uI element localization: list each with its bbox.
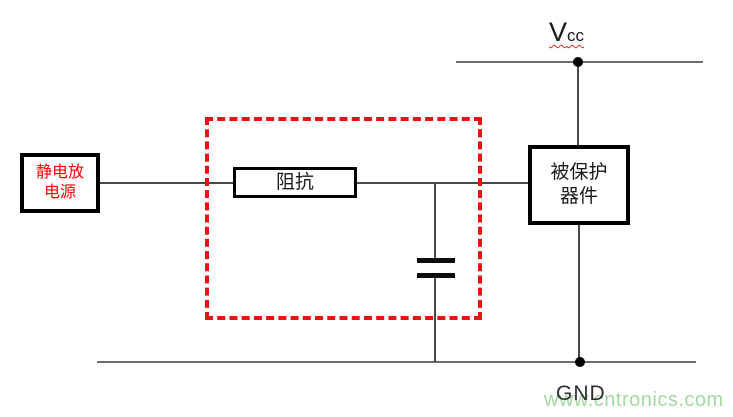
junction-dot-vcc	[573, 57, 583, 67]
vcc-label-main: V	[549, 17, 568, 47]
capacitor-icon-top-plate	[417, 258, 455, 263]
impedance-block: 阻抗	[233, 167, 357, 198]
wire-gnd-rail	[97, 361, 696, 363]
junction-dot-gnd	[575, 357, 585, 367]
protected-device-label-line2: 器件	[559, 186, 598, 207]
vcc-label: Vcc	[549, 19, 584, 46]
wire-vcc-to-protected-device	[577, 62, 579, 146]
watermark-text: www.cntronics.com	[544, 389, 724, 411]
vcc-label-subscript: cc	[567, 26, 585, 45]
protected-device-block: 被保护 器件	[528, 145, 630, 225]
esd-source-block: 静电放 电源	[20, 153, 100, 213]
impedance-label: 阻抗	[275, 171, 314, 193]
capacitor-icon-bottom-plate	[417, 273, 455, 278]
wire-capacitor-branch-top	[434, 182, 436, 259]
protected-device-label-line1: 被保护	[550, 162, 608, 184]
wire-protected-device-to-gnd	[578, 224, 580, 362]
protection-network-dashed-outline	[205, 117, 482, 320]
esd-source-label-line1: 静电放	[35, 164, 84, 181]
gnd-label: GND	[556, 382, 606, 405]
esd-source-label-line2: 电源	[43, 184, 76, 201]
